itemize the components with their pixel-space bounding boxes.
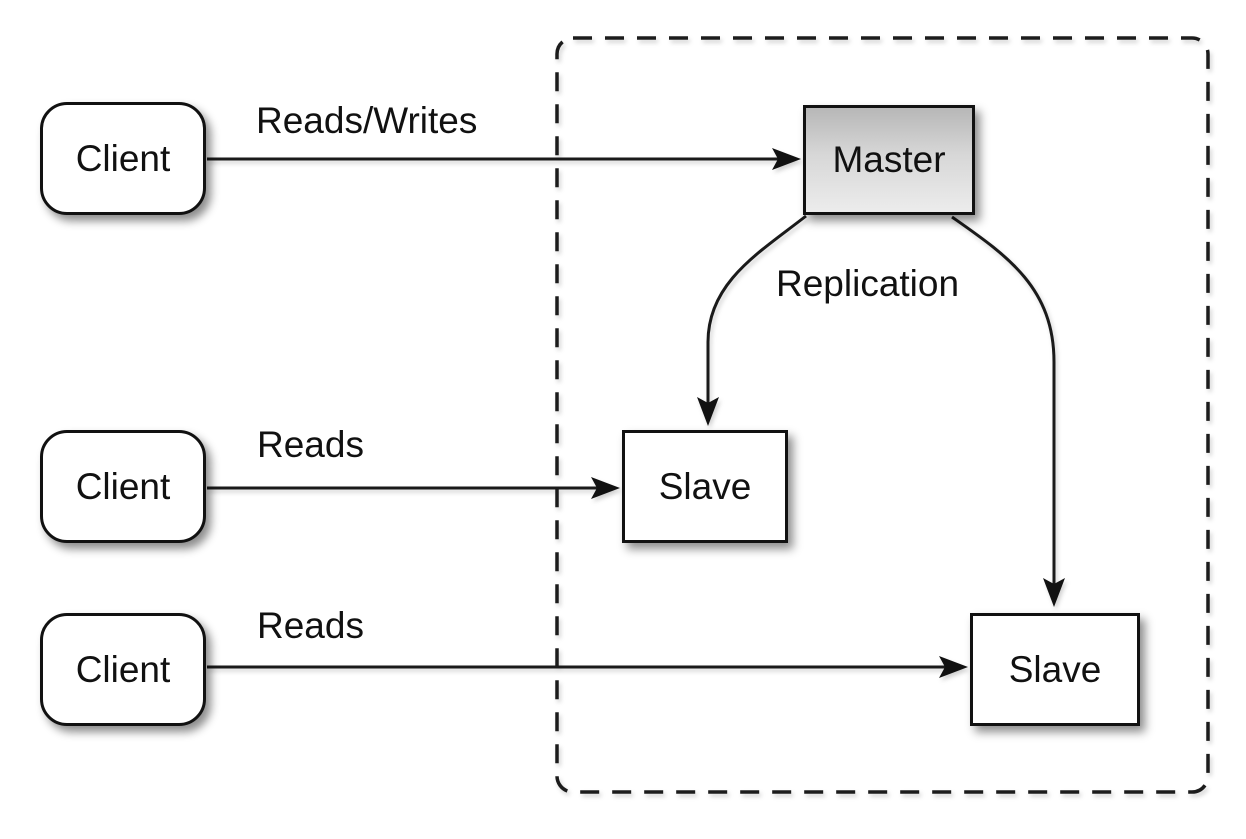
replication-right-arrowhead-icon [1043, 578, 1065, 607]
master-node: Master [803, 105, 975, 215]
client-node-2: Client [40, 430, 206, 543]
reads-mid-edge-label: Reads [257, 424, 364, 465]
slave-node-1: Slave [622, 430, 788, 543]
slave-node-2: Slave [970, 613, 1140, 726]
replication-edge-label: Replication [776, 263, 960, 304]
replication-left-arrowhead-icon [697, 397, 719, 426]
replication-arrow-right-line [951, 215, 1056, 584]
slave-node-1-label: Slave [658, 465, 752, 507]
reads-writes-edge-label: Reads/Writes [256, 100, 478, 141]
reads-writes-arrowhead-icon [772, 148, 801, 170]
replication-boundary [555, 36, 1210, 794]
client-node-1-label: Client [75, 137, 171, 179]
reads-mid-arrowhead-icon [591, 477, 620, 499]
client-node-3-label: Client [75, 648, 171, 690]
client-node-2-label: Client [75, 465, 171, 507]
client-node-3: Client [40, 613, 206, 726]
reads-bottom-edge-label: Reads [257, 605, 364, 646]
client-node-1: Client [40, 102, 206, 215]
master-node-label: Master [832, 139, 946, 180]
slave-node-2-label: Slave [1008, 648, 1102, 690]
replication-arrow-left-line [706, 214, 807, 403]
reads-bottom-arrowhead-icon [939, 656, 968, 678]
